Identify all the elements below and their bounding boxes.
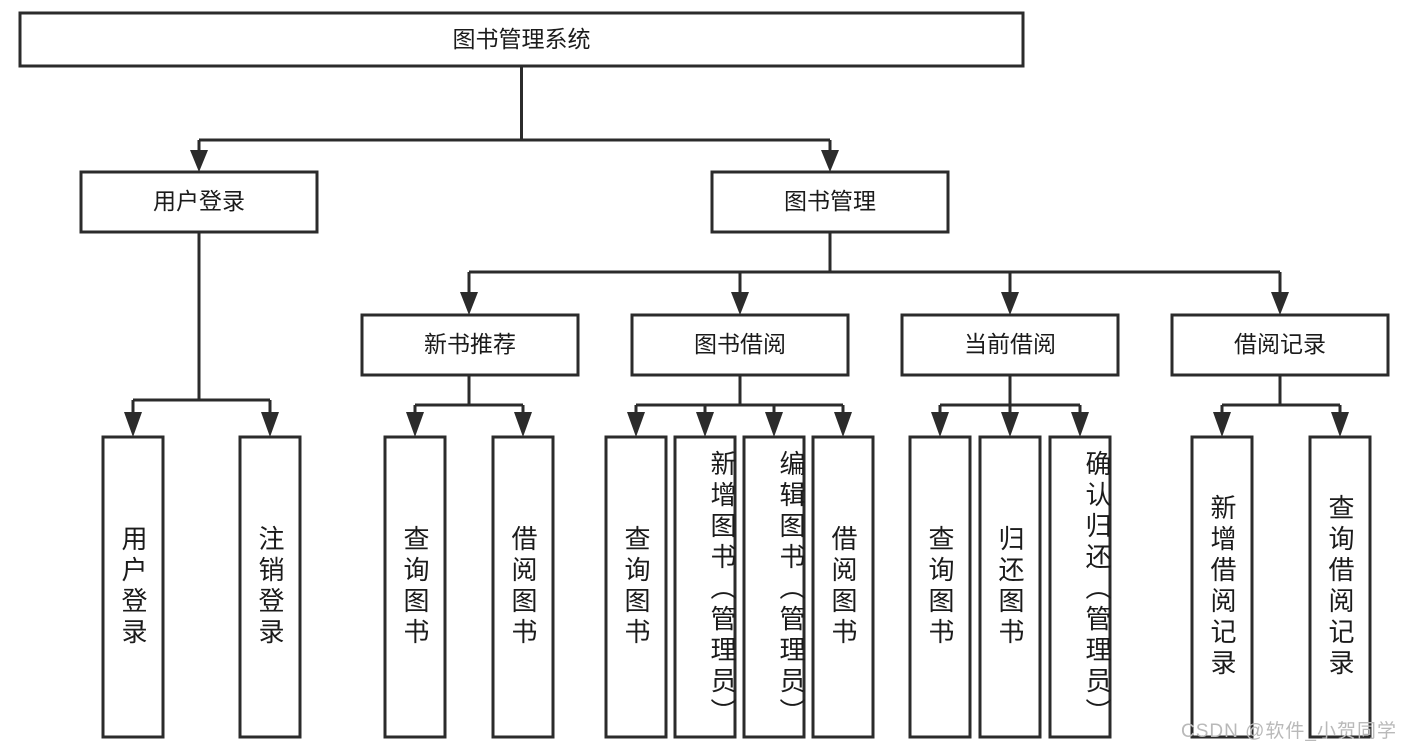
node-leaf-query-book-1-box[interactable]	[383, 435, 447, 739]
arrow-head-leaf-12	[1213, 412, 1231, 437]
node-leaf-query-record-box[interactable]	[1308, 435, 1372, 739]
node-borrow-records-label: 借阅记录	[1234, 331, 1326, 357]
arrow-head-to-user-login	[190, 150, 208, 172]
arrow-head-leaf-7	[765, 412, 783, 437]
arrow-head-to-records	[1271, 292, 1289, 315]
node-book-borrow[interactable]: 图书借阅	[630, 313, 850, 377]
connector-group-new-book	[406, 375, 532, 437]
node-user-login-box[interactable]	[79, 170, 319, 234]
node-leaf-confirm-return-box[interactable]	[1048, 435, 1112, 739]
arrow-head-leaf-3	[406, 412, 424, 437]
node-leaf-borrow-book-2-box[interactable]	[811, 435, 875, 739]
node-current-borrow-label: 当前借阅	[964, 331, 1056, 357]
arrow-head-to-borrow	[731, 292, 749, 315]
node-current-borrow[interactable]: 当前借阅	[900, 313, 1120, 377]
connector-group-root	[190, 66, 839, 172]
arrow-head-to-current	[1001, 292, 1019, 315]
node-book-manage[interactable]: 图书管理	[710, 170, 950, 234]
arrow-head-leaf-8	[834, 412, 852, 437]
node-root[interactable]: 图书管理系统	[18, 11, 1025, 68]
node-leaf-return-book-box[interactable]	[978, 435, 1042, 739]
node-borrow-records-box[interactable]	[1170, 313, 1390, 377]
arrow-head-to-book-manage	[821, 150, 839, 172]
node-leaf-borrow-book-1-box[interactable]	[491, 435, 555, 739]
arrow-head-to-new-book	[460, 292, 478, 315]
node-leaf-user-login-box[interactable]	[101, 435, 165, 739]
node-leaf-logout-box[interactable]	[238, 435, 302, 739]
arrow-head-leaf-10	[1001, 412, 1019, 437]
node-user-login[interactable]: 用户登录	[79, 170, 319, 234]
arrow-head-leaf-1	[124, 412, 142, 437]
node-new-book-recommend-box[interactable]	[360, 313, 580, 377]
node-leaf-query-book-2-box[interactable]	[604, 435, 668, 739]
connector-group-records	[1213, 375, 1349, 437]
connector-group-user-login	[124, 232, 279, 437]
arrow-head-leaf-2	[261, 412, 279, 437]
node-root-box[interactable]	[18, 11, 1025, 68]
arrow-head-leaf-13	[1331, 412, 1349, 437]
node-book-borrow-box[interactable]	[630, 313, 850, 377]
node-user-login-label: 用户登录	[153, 188, 245, 214]
node-current-borrow-box[interactable]	[900, 313, 1120, 377]
node-leaf-edit-book-box[interactable]	[742, 435, 806, 739]
connector-group-current	[931, 375, 1089, 437]
node-book-manage-label: 图书管理	[784, 188, 876, 214]
arrow-head-leaf-4	[514, 412, 532, 437]
node-leaf-query-book-3-box[interactable]	[908, 435, 972, 739]
node-borrow-records[interactable]: 借阅记录	[1170, 313, 1390, 377]
arrow-head-leaf-5	[627, 412, 645, 437]
connector-group-borrow	[627, 375, 852, 437]
node-leaf-add-book-box[interactable]	[673, 435, 737, 739]
arrow-head-leaf-9	[931, 412, 949, 437]
connector-group-book-manage	[460, 232, 1289, 315]
node-book-borrow-label: 图书借阅	[694, 331, 786, 357]
node-leaf-add-record-box[interactable]	[1190, 435, 1254, 739]
arrow-head-leaf-6	[696, 412, 714, 437]
arrow-head-leaf-11	[1071, 412, 1089, 437]
node-new-book-recommend[interactable]: 新书推荐	[360, 313, 580, 377]
node-book-manage-box[interactable]	[710, 170, 950, 234]
node-root-label: 图书管理系统	[453, 26, 591, 52]
node-new-book-recommend-label: 新书推荐	[424, 331, 516, 357]
